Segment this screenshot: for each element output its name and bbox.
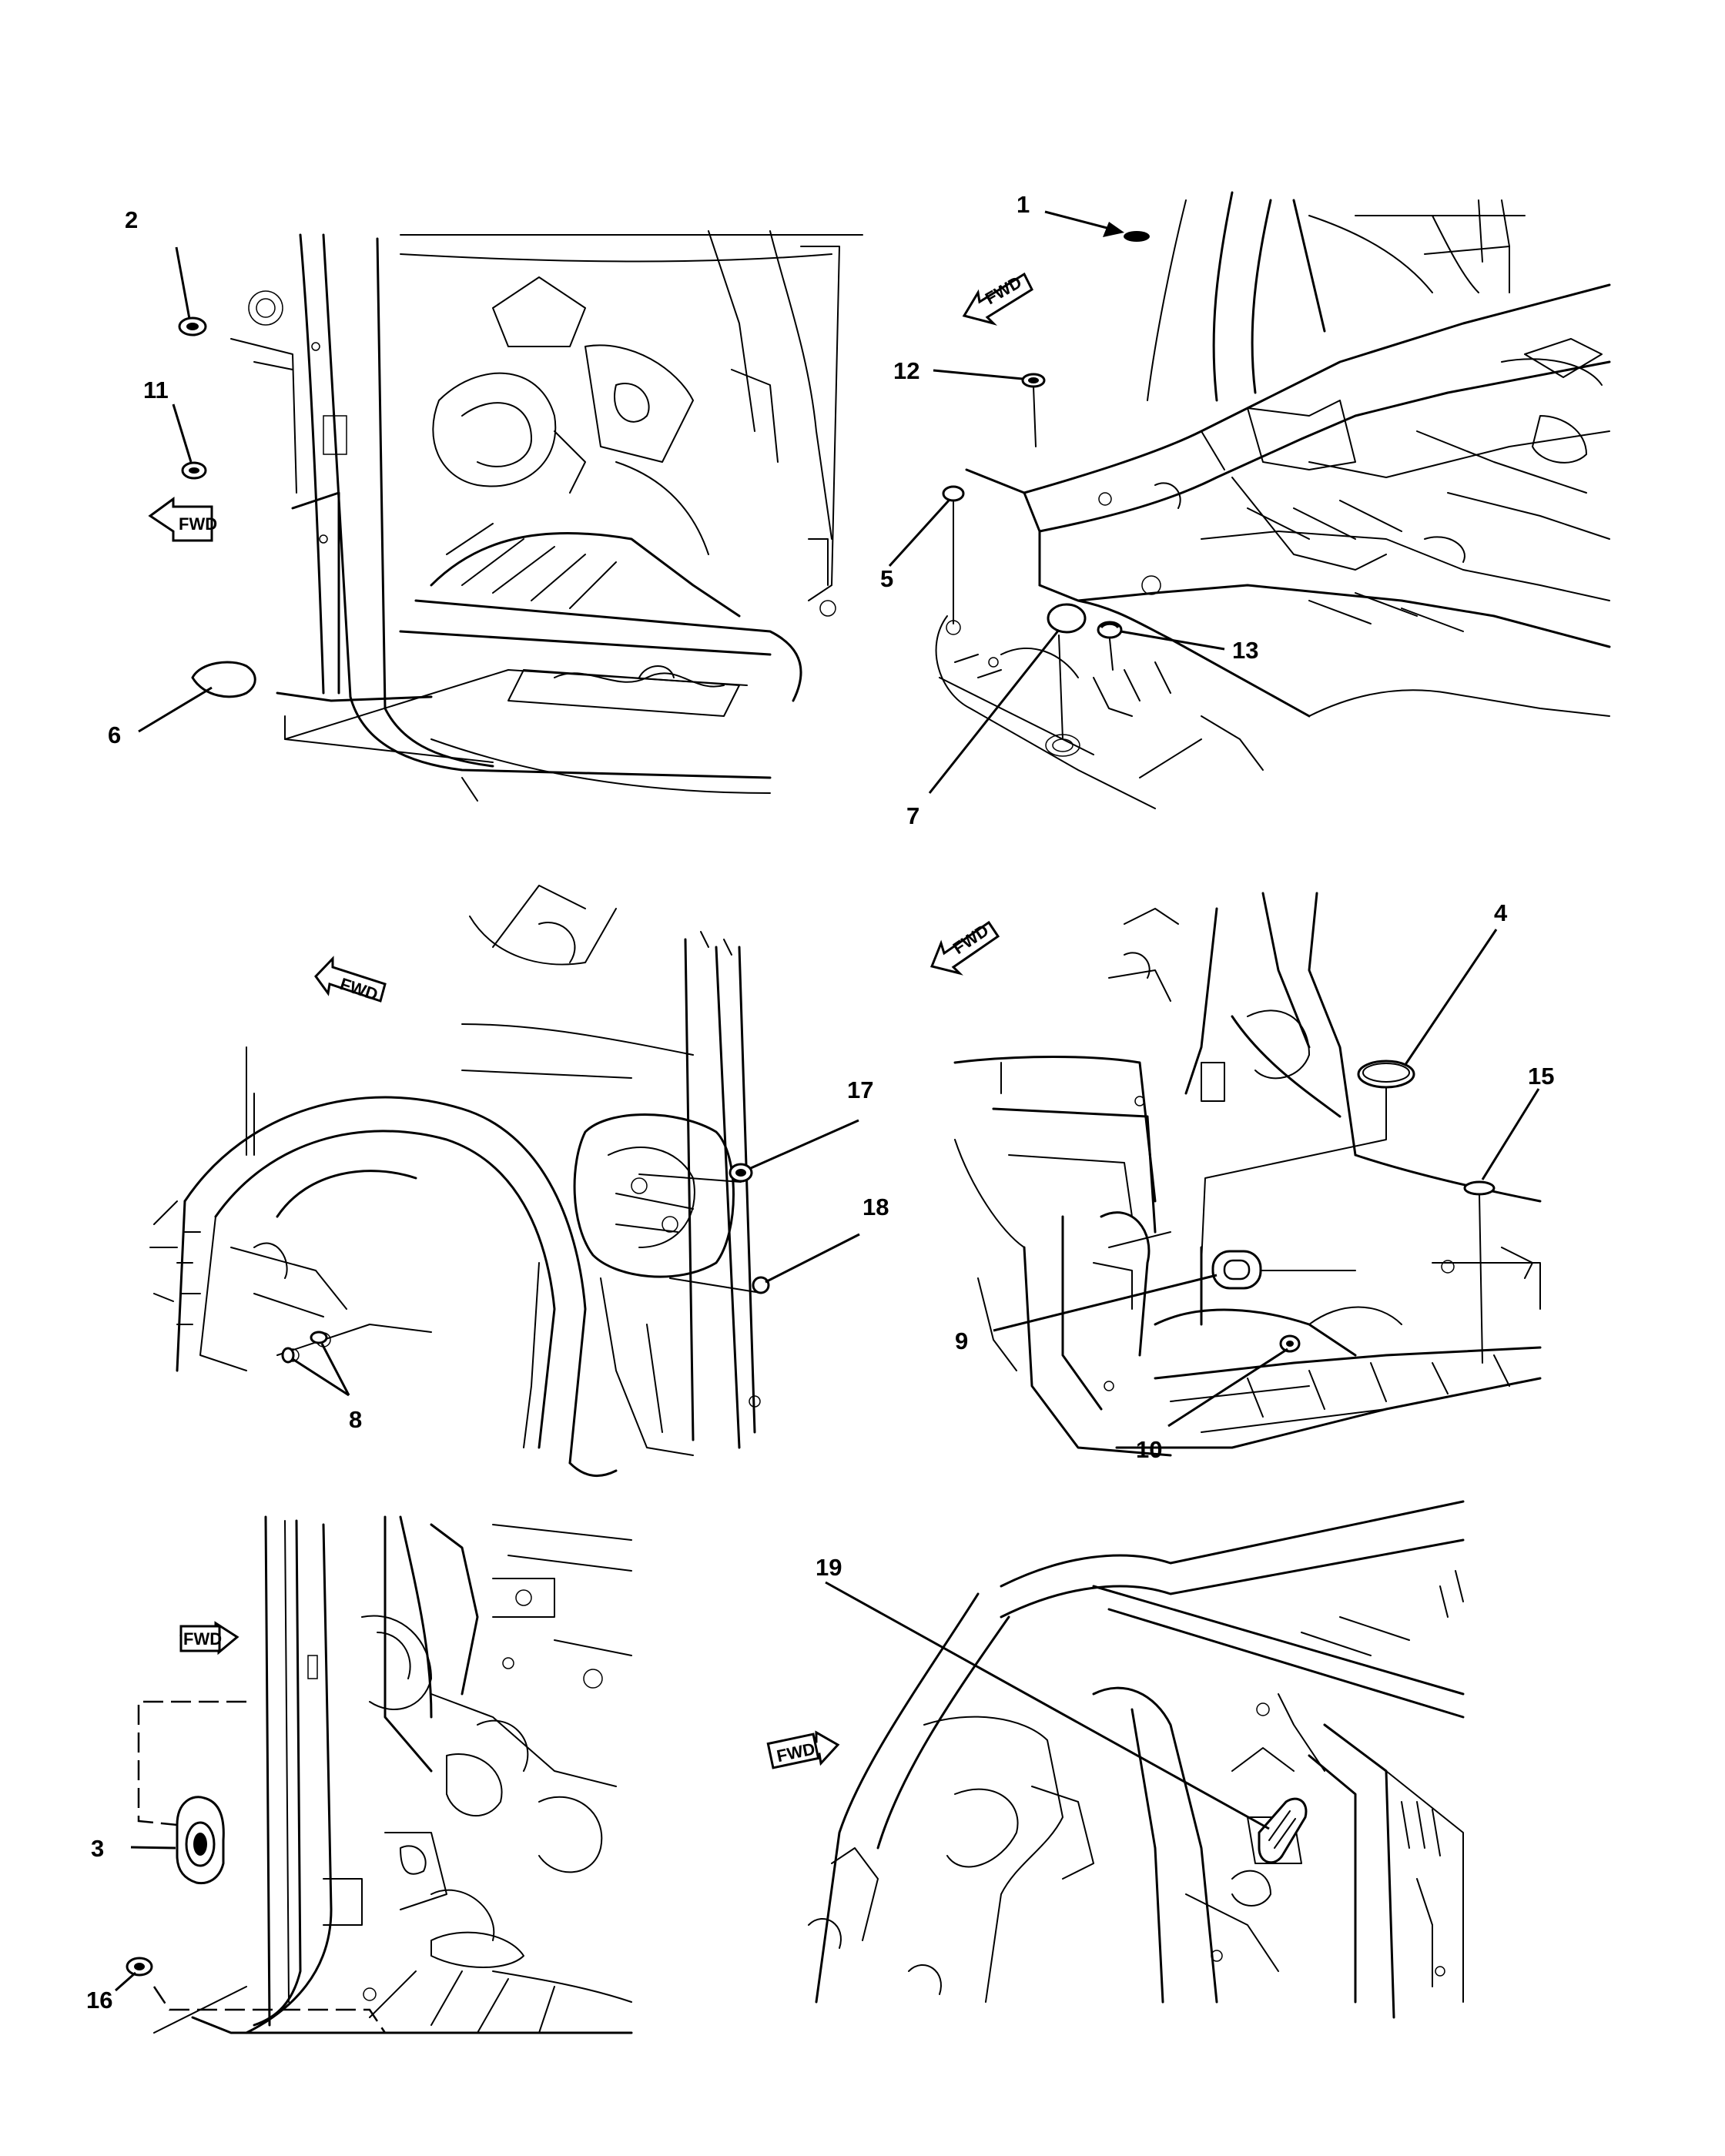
callout-11: 11	[143, 377, 169, 403]
panel-cargo-area	[953, 892, 1542, 1457]
parts-shapes	[126, 231, 1496, 1977]
callout-9: 9	[955, 1327, 968, 1354]
plug-9	[1211, 1250, 1262, 1290]
callout-16: 16	[86, 1987, 112, 2014]
callout-6: 6	[108, 721, 121, 748]
callout-10: 10	[1136, 1436, 1162, 1463]
plug-15	[1463, 1180, 1496, 1196]
callout-12: 12	[893, 357, 919, 384]
leader-lines	[115, 210, 1540, 2034]
fwd-label: FWD	[179, 514, 217, 534]
fwd-arrow-1: FWD	[148, 497, 217, 542]
panel-front-door-opening	[230, 230, 863, 802]
plug-6	[191, 661, 256, 698]
plug-8b	[281, 1347, 295, 1364]
panel-d-pillar	[808, 1500, 1465, 2019]
fwd-arrow-2: FWD	[962, 273, 1033, 326]
callout-5: 5	[880, 565, 893, 592]
fwd-arrow-4: FWD	[929, 920, 1000, 976]
plug-19	[1258, 1797, 1308, 1864]
callout-15: 15	[1528, 1063, 1554, 1090]
callout-17: 17	[847, 1076, 873, 1103]
plug-1	[1124, 231, 1150, 242]
callout-7: 7	[906, 802, 919, 829]
plug-5	[942, 485, 965, 502]
fwd-arrow-6: FWD	[766, 1730, 840, 1769]
callout-4: 4	[1494, 899, 1508, 926]
plug-18	[752, 1276, 770, 1294]
callout-3: 3	[91, 1835, 104, 1862]
callout-18: 18	[862, 1194, 889, 1220]
callouts: 1 2 3 4 5 6 7 8 9 10 11 12 13 15 16 17 1…	[86, 191, 1554, 2014]
callout-1: 1	[1017, 191, 1030, 218]
plug-7	[1047, 603, 1087, 634]
panel-a-pillar	[153, 1515, 633, 2034]
fwd-arrow-3: FWD	[314, 956, 387, 1004]
callout-13: 13	[1232, 637, 1258, 664]
fwd-arrow-5: FWD	[179, 1621, 239, 1656]
panel-floor-pan	[935, 191, 1611, 809]
callout-19: 19	[816, 1554, 842, 1581]
fwd-label: FWD	[337, 974, 380, 1004]
callout-2: 2	[125, 206, 138, 233]
plug-8a	[310, 1331, 328, 1344]
callout-8: 8	[349, 1406, 362, 1433]
fwd-label: FWD	[183, 1629, 222, 1649]
panel-wheel-well	[149, 885, 761, 1478]
